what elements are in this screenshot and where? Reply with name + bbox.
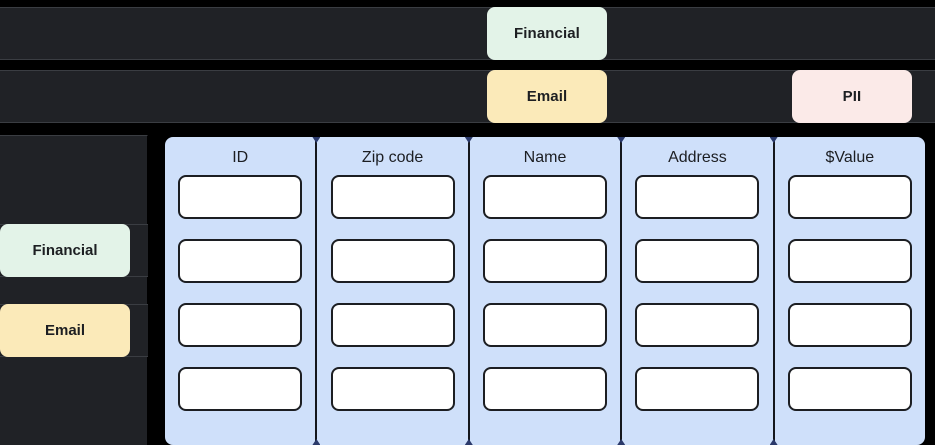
tag-chip-pii[interactable]: PII (792, 70, 912, 123)
tag-chip-email[interactable]: Email (487, 70, 607, 123)
table-cell[interactable] (330, 175, 455, 219)
table-cell[interactable] (635, 239, 760, 283)
column-resize-handle-top-icon[interactable] (464, 137, 473, 143)
table-cell[interactable] (483, 175, 608, 219)
tag-rows-area: Financial Email PII (0, 0, 935, 130)
tag-row-financial[interactable] (0, 7, 935, 60)
table-column-value[interactable]: $Value (775, 137, 925, 445)
table-cell[interactable] (787, 367, 912, 411)
column-resize-handle-top-icon[interactable] (312, 137, 321, 143)
tag-row-email-pii[interactable] (0, 70, 935, 123)
column-header-name: Name (523, 149, 567, 166)
column-resize-handle-bottom-icon[interactable] (464, 439, 473, 445)
column-resize-handle-bottom-icon[interactable] (769, 439, 778, 445)
column-header-zip-code: Zip code (361, 149, 424, 166)
table-cell[interactable] (787, 175, 912, 219)
table-cell[interactable] (635, 175, 760, 219)
sidebar-chip-email[interactable]: Email (0, 304, 130, 357)
table-column-zip-code[interactable]: Zip code (317, 137, 473, 445)
column-resize-handle-bottom-icon[interactable] (312, 439, 321, 445)
column-resize-handle-top-icon[interactable] (617, 137, 626, 143)
data-table: ID Zip code Name Addres (165, 137, 925, 445)
table-cell[interactable] (330, 367, 455, 411)
table-cell[interactable] (178, 175, 303, 219)
sidebar-panel: Financial Email (0, 135, 148, 445)
lower-area: Financial Email ID Zip code Name (0, 133, 935, 445)
table-cell[interactable] (483, 303, 608, 347)
table-cell[interactable] (483, 367, 608, 411)
table-cell[interactable] (330, 239, 455, 283)
column-header-id: ID (232, 149, 249, 166)
column-header-value: $Value (825, 149, 875, 166)
table-column-name[interactable]: Name (470, 137, 626, 445)
table-cell[interactable] (483, 239, 608, 283)
table-cell[interactable] (787, 239, 912, 283)
tag-chip-financial[interactable]: Financial (487, 7, 607, 60)
table-column-address[interactable]: Address (622, 137, 778, 445)
column-resize-handle-bottom-icon[interactable] (617, 439, 626, 445)
table-cell[interactable] (178, 367, 303, 411)
table-cell[interactable] (635, 303, 760, 347)
column-header-address: Address (668, 149, 727, 166)
table-cell[interactable] (178, 239, 303, 283)
table-cell[interactable] (635, 367, 760, 411)
column-resize-handle-top-icon[interactable] (769, 137, 778, 143)
table-column-id[interactable]: ID (165, 137, 321, 445)
table-cell[interactable] (178, 303, 303, 347)
table-cell[interactable] (330, 303, 455, 347)
sidebar-chip-financial[interactable]: Financial (0, 224, 130, 277)
table-cell[interactable] (787, 303, 912, 347)
